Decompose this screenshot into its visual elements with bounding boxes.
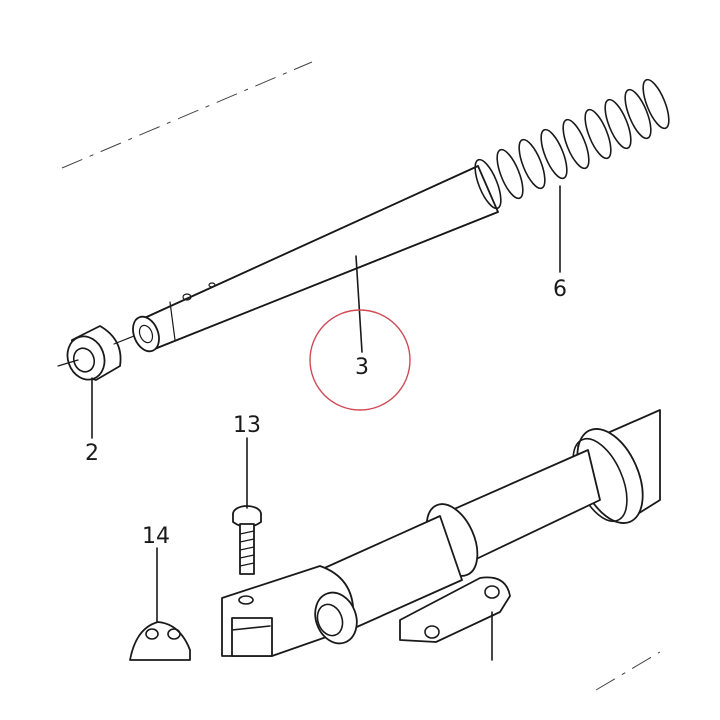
leader-line-3	[355, 255, 363, 353]
callout-13[interactable]: 13	[233, 413, 261, 438]
part-14-clip[interactable]	[129, 621, 191, 661]
reference-line-top	[61, 61, 313, 169]
callout-6[interactable]: 6	[553, 277, 567, 302]
highlight-circle	[309, 309, 411, 411]
damper-body-assembly[interactable]	[221, 409, 661, 661]
part-3-shaft[interactable]	[128, 165, 499, 355]
reference-line-bottom	[595, 651, 661, 691]
callout-14[interactable]: 14	[142, 524, 170, 549]
callout-2[interactable]: 2	[85, 441, 99, 466]
part-13-bolt[interactable]	[232, 505, 262, 575]
part-2-bushing[interactable]	[57, 325, 135, 385]
callout-3[interactable]: 3	[355, 355, 369, 380]
part-6-spring[interactable]	[470, 77, 674, 212]
